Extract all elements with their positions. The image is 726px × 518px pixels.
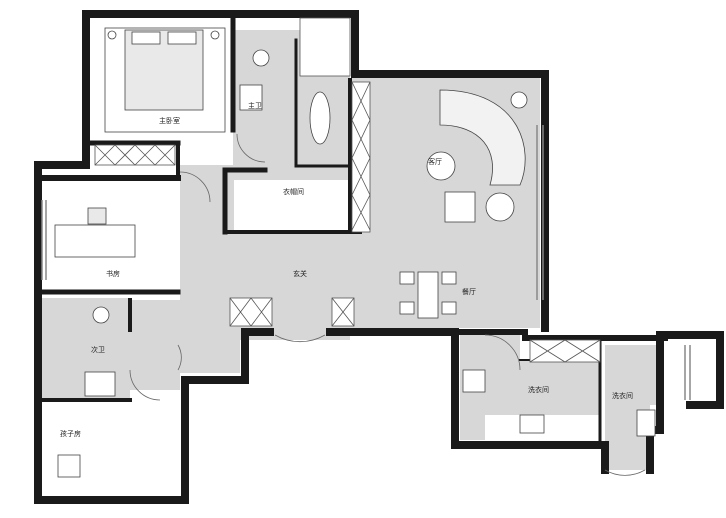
dining-chair-icon [399,301,415,315]
entrance-label: 玄关 [293,269,307,278]
master-bedroom-label: 主卧室 [159,116,180,125]
second-bath-label: 次卫 [91,345,105,354]
windows [41,125,691,400]
chair-icon [57,454,81,478]
living-room-label: 客厅 [428,157,442,166]
lamp-icon [107,30,117,40]
toilet-icon [92,306,110,324]
dining-room-label: 餐厅 [462,287,476,296]
room-labels: 主卧室 主卫 衣帽间 客厅 书房 玄关 餐厅 次卫 孩子房 洗衣间 洗衣间 [60,101,633,438]
dining-chair-icon [441,301,457,315]
dining-chair-icon [441,271,457,285]
toilet-icon [252,49,270,67]
desk [54,224,136,258]
dining-table-icon [417,271,439,319]
doors [129,133,646,476]
stove-icon [519,414,545,434]
round-chair-icon [485,192,515,222]
kids-room-floor [38,405,178,495]
armchair-icon [444,191,476,223]
pillow-icon [167,31,197,45]
laundry-room-label: 洗衣间 [528,385,549,394]
study-label: 书房 [106,269,120,278]
closet-floor [234,180,348,230]
cabinet-blocks [94,17,601,363]
sofa-icon [439,89,526,186]
pillow-icon [131,31,161,45]
appliance-icon [636,409,656,437]
basin-icon [239,84,263,111]
basin-icon [84,371,116,397]
coffee-table-icon [426,151,456,181]
laundry-room-2-label: 洗衣间 [612,391,633,400]
side-table-icon [510,91,528,109]
kids-room-label: 孩子房 [60,429,81,438]
sink-icon [462,369,486,393]
bathtub-icon [309,91,331,145]
dining-chair-icon [399,271,415,285]
desk-chair [87,207,107,225]
lamp-icon [210,30,220,40]
master-bath-label: 主卫 [248,101,262,110]
walk-in-closet-label: 衣帽间 [283,187,304,196]
furniture [54,27,656,478]
